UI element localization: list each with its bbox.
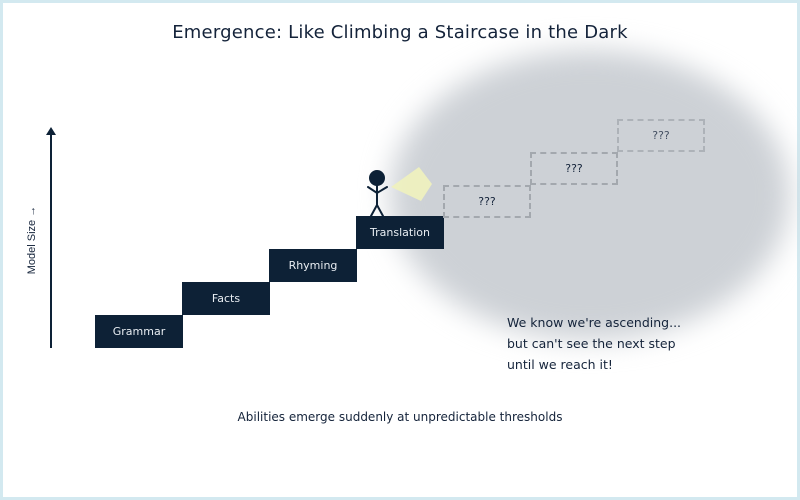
darkness-region bbox=[390, 50, 790, 340]
step-label: Translation bbox=[370, 226, 430, 239]
explanation-note: We know we're ascending... but can't see… bbox=[507, 312, 681, 375]
unknown-step-3: ??? bbox=[617, 119, 705, 152]
note-line: but can't see the next step bbox=[507, 336, 676, 351]
note-line: We know we're ascending... bbox=[507, 315, 682, 330]
note-line: until we reach it! bbox=[507, 357, 613, 372]
diagram-title: Emergence: Like Climbing a Staircase in … bbox=[172, 22, 628, 43]
step-grammar: Grammar bbox=[95, 315, 183, 348]
flashlight-beam-icon bbox=[391, 167, 432, 201]
step-translation: Translation bbox=[356, 216, 444, 249]
step-label: Grammar bbox=[112, 325, 166, 338]
step-label: Facts bbox=[211, 292, 241, 305]
unknown-step-label: ??? bbox=[478, 195, 496, 208]
unknown-step-1: ??? bbox=[443, 185, 531, 218]
step-label: Rhyming bbox=[288, 259, 338, 272]
model-size-axis bbox=[50, 135, 52, 348]
unknown-step-2: ??? bbox=[530, 152, 618, 185]
up-arrow-icon bbox=[46, 127, 56, 135]
stick-figure-icon bbox=[367, 170, 388, 217]
step-rhyming: Rhyming bbox=[269, 249, 357, 282]
step-facts: Facts bbox=[182, 282, 270, 315]
unknown-step-label: ??? bbox=[652, 129, 670, 142]
caption: Abilities emerge suddenly at unpredictab… bbox=[237, 410, 563, 424]
unknown-step-label: ??? bbox=[565, 162, 583, 175]
